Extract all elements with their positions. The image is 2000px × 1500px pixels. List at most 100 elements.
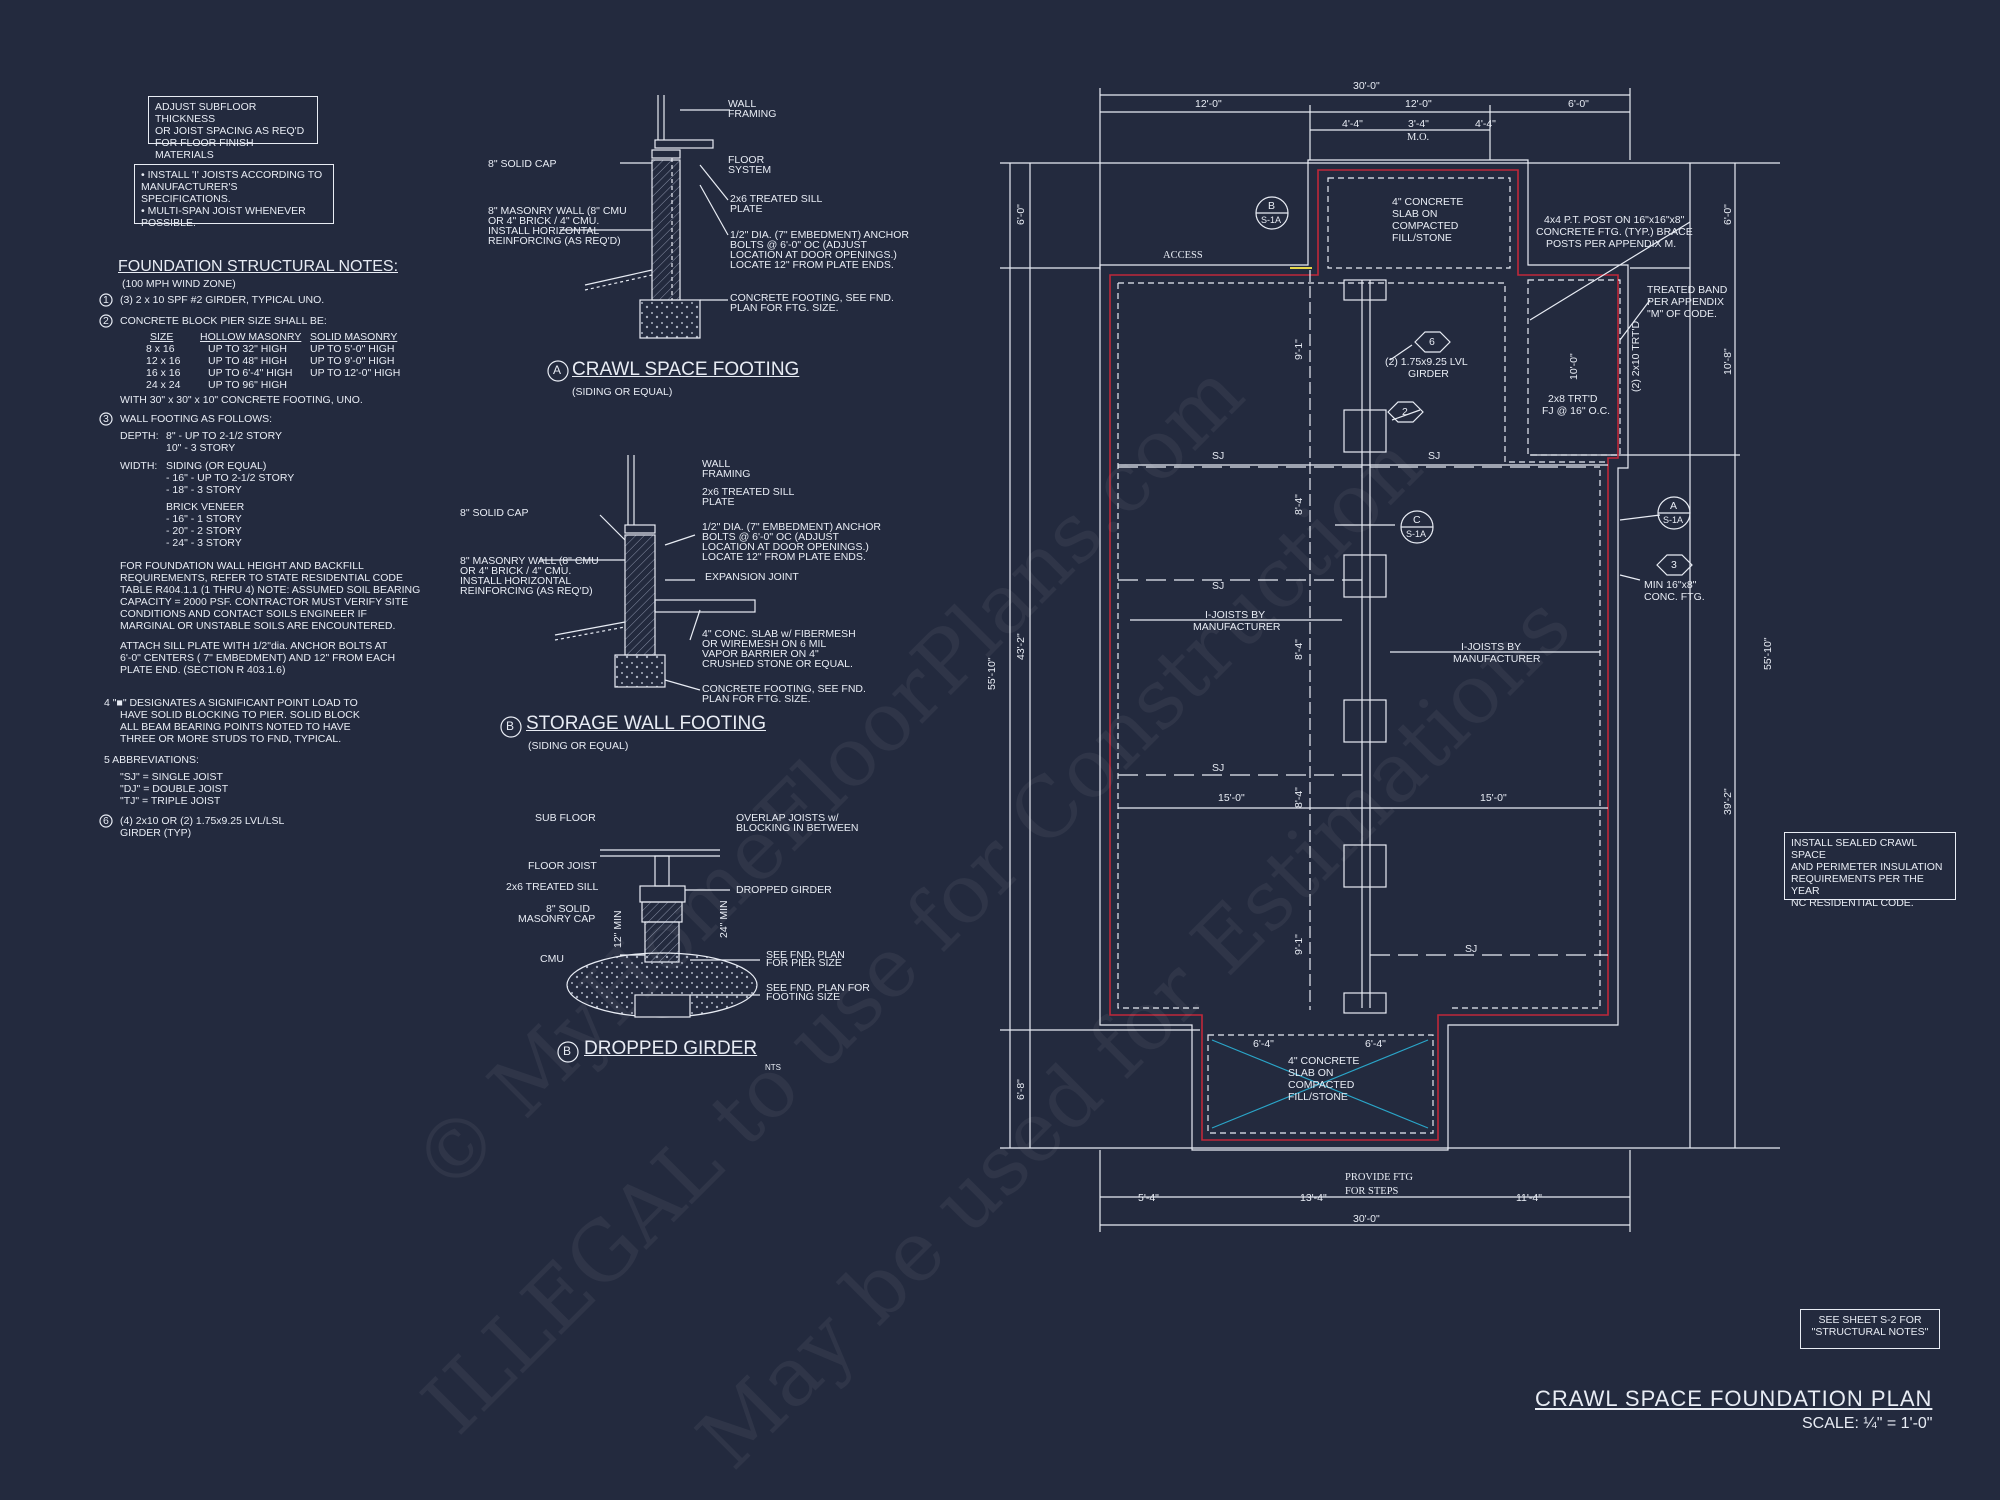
subfloor-note-line: FOR FLOOR FINISH MATERIALS (155, 137, 254, 161)
note-3: WALL FOOTING AS FOLLOWS: (120, 413, 273, 425)
section-tag-b-sheet: S-1A (1261, 215, 1282, 225)
dim-right-b: 39'-2" (1722, 788, 1734, 815)
note-tag-3: 3 (1671, 559, 1677, 571)
foundation-plan (1000, 88, 1780, 1232)
note-6-line: (4) 2x10 OR (2) 1.75x9.25 LVL/LSL (120, 815, 285, 827)
para-line: TABLE R404.1.1 (1 THRU 4) NOTE: ASSUMED … (120, 584, 421, 596)
post-note-line: CONCRETE FTG. (TYP.) BRACE (1536, 226, 1693, 238)
pier-cell: 24 x 24 (146, 379, 181, 391)
trtd-label: (2) 2x10 TRT'D (1630, 320, 1642, 392)
structural-notes-subtitle: (100 MPH WIND ZONE) (122, 278, 236, 290)
detail-a-label: BOLTS @ 6'-0" OC (ADJUST (730, 239, 867, 251)
note-5-line: 5 ABBREVIATIONS: (104, 754, 199, 766)
note-4-line: THREE OR MORE STUDS TO FND, TYPICAL. (120, 733, 342, 745)
detail-c-title: DROPPED GIRDER (584, 1038, 758, 1059)
dim-bottom-c: 11'-4" (1516, 1192, 1542, 1204)
dim-right-top: 6'-0" (1722, 204, 1734, 225)
detail-c-label: FOR PIER SIZE (766, 957, 842, 969)
pier-header-size: SIZE (150, 331, 174, 343)
pier-cell: UP TO 48" HIGH (208, 355, 288, 367)
pier-cell: UP TO 5'-0" HIGH (310, 343, 395, 355)
note-number-2: 2 (103, 315, 109, 327)
detail-a-label: PLATE (730, 203, 763, 215)
para-line: CONDITIONS AND CONTACT SOILS ENGINEER IF (120, 608, 367, 620)
detail-b-label: 4" CONC. SLAB w/ FIBERMESH (702, 628, 856, 640)
depth-line: 10" - 3 STORY (166, 442, 236, 454)
dim-inner: 8'-4" (1293, 639, 1305, 660)
subfloor-note-box: ADJUST SUBFLOOR THICKNESS OR JOIST SPACI… (148, 96, 318, 161)
detail-b-label: EXPANSION JOINT (705, 571, 799, 583)
note-tag-6: 6 (1429, 336, 1435, 348)
detail-b-label: 1/2" DIA. (7" EMBEDMENT) ANCHOR (702, 521, 881, 533)
detail-a-label: LOCATE 12" FROM PLATE ENDS. (730, 259, 894, 271)
post-note-line: 4x4 P.T. POST ON 16"x16"x8" (1544, 214, 1685, 226)
joist-note-line: MANUFACTURER'S SPECIFICATIONS. (141, 181, 238, 205)
dim-inner: 9'-1" (1293, 339, 1305, 360)
detail-a-label: INSTALL HORIZONTAL (488, 225, 600, 237)
para-line: PLATE END. (SECTION R 403.1.6) (120, 664, 286, 676)
dim-inner: 6'-4" (1253, 1038, 1274, 1050)
section-tag-a-sheet: S-1A (1663, 515, 1684, 525)
note-4-line: HAVE SOLID BLOCKING TO PIER. SOLID BLOCK (120, 709, 360, 721)
detail-b-title: STORAGE WALL FOOTING (526, 713, 766, 734)
detail-b-label: 8" SOLID CAP (460, 507, 529, 519)
insulation-note-box: INSTALL SEALED CRAWL SPACE AND PERIMETER… (1784, 832, 1956, 909)
sj-label: SJ (1212, 450, 1225, 462)
dim-bottom-a: 5'-4" (1138, 1192, 1159, 1204)
dim-left-top: 6'-0" (1015, 204, 1027, 225)
brick-line: - 20" - 2 STORY (166, 525, 242, 537)
detail-b-label: LOCATION AT DOOR OPENINGS.) (702, 541, 869, 553)
insulation-note-line: NC RESIDENTIAL CODE. (1791, 897, 1914, 909)
insulation-note-line: AND PERIMETER INSULATION (1791, 861, 1943, 873)
detail-a-label: 8" SOLID CAP (488, 158, 557, 170)
dim-inner: 8'-4" (1293, 494, 1305, 515)
detail-c-label: 12" MIN (612, 910, 624, 948)
detail-a-label: FLOOR (728, 154, 765, 166)
detail-c-label: SEE FND. PLAN FOR (766, 982, 870, 994)
dim-right-a: 10'-8" (1722, 348, 1734, 375)
section-tag-c-letter: C (1413, 514, 1421, 526)
pier-cell: UP TO 12'-0" HIGH (310, 367, 401, 379)
detail-b-label: PLATE (702, 496, 735, 508)
ijoist-label: I-JOISTS BY (1205, 609, 1266, 621)
detail-a-label: WALL (728, 98, 757, 110)
dim-top-right: 6'-0" (1568, 98, 1589, 110)
dim-inner: 9'-1" (1293, 934, 1305, 955)
dim-inner: 8'-4" (1293, 787, 1305, 808)
detail-c-section (566, 849, 760, 1018)
detail-b-label: VAPOR BARRIER ON 4" (702, 648, 819, 660)
brick-line: BRICK VENEER (166, 501, 245, 513)
detail-a-label: CONCRETE FOOTING, SEE FND. (730, 292, 894, 304)
joist-note-line: • INSTALL 'I' JOISTS ACCORDING TO (141, 169, 323, 181)
dim-bottom-b: 13'-4" (1300, 1192, 1327, 1204)
insulation-note-line: INSTALL SEALED CRAWL SPACE (1791, 837, 1917, 861)
band-note-line: TREATED BAND (1647, 284, 1728, 296)
slab-line: SLAB ON (1392, 208, 1438, 220)
detail-c-label: FLOOR JOIST (528, 860, 597, 872)
para-line: 6'-0" CENTERS ( 7" EMBEDMENT) AND 12" FR… (120, 652, 396, 664)
band-note-line: PER APPENDIX (1647, 296, 1725, 308)
dim-right-overall: 55'-10" (1762, 637, 1774, 670)
post-note-line: POSTS PER APPENDIX M. (1546, 238, 1677, 250)
detail-a-letter: A (553, 363, 562, 377)
band-note-line: "M" OF CODE. (1647, 308, 1717, 320)
detail-b-label: WALL (702, 458, 731, 470)
girder-label: (2) 1.75x9.25 LVL (1385, 356, 1468, 368)
detail-a-label: OR 4" BRICK / 4" CMU. (488, 215, 600, 227)
pier-header-solid: SOLID MASONRY (310, 331, 398, 343)
pier-header-hollow: HOLLOW MASONRY (200, 331, 302, 343)
steps-note: FOR STEPS (1345, 1186, 1399, 1197)
width-line: - 18" - 3 STORY (166, 484, 242, 496)
sj-label: SJ (1465, 943, 1478, 955)
ftg-note: MIN 16"x8" (1644, 579, 1697, 591)
detail-b-label: OR 4" BRICK / 4" CMU. (460, 565, 572, 577)
detail-c-label: FOOTING SIZE (766, 991, 841, 1003)
plan-scale: SCALE: ¼" = 1'-0" (1802, 1415, 1933, 1432)
brick-line: - 16" - 1 STORY (166, 513, 242, 525)
detail-c-label: OVERLAP JOISTS w/ (736, 812, 839, 824)
detail-a-label: PLAN FOR FTG. SIZE. (730, 302, 839, 314)
section-tag-a-letter: A (1670, 500, 1678, 512)
dim-top-c: 4'-4" (1475, 118, 1496, 130)
dim-top-left: 12'-0" (1195, 98, 1222, 110)
